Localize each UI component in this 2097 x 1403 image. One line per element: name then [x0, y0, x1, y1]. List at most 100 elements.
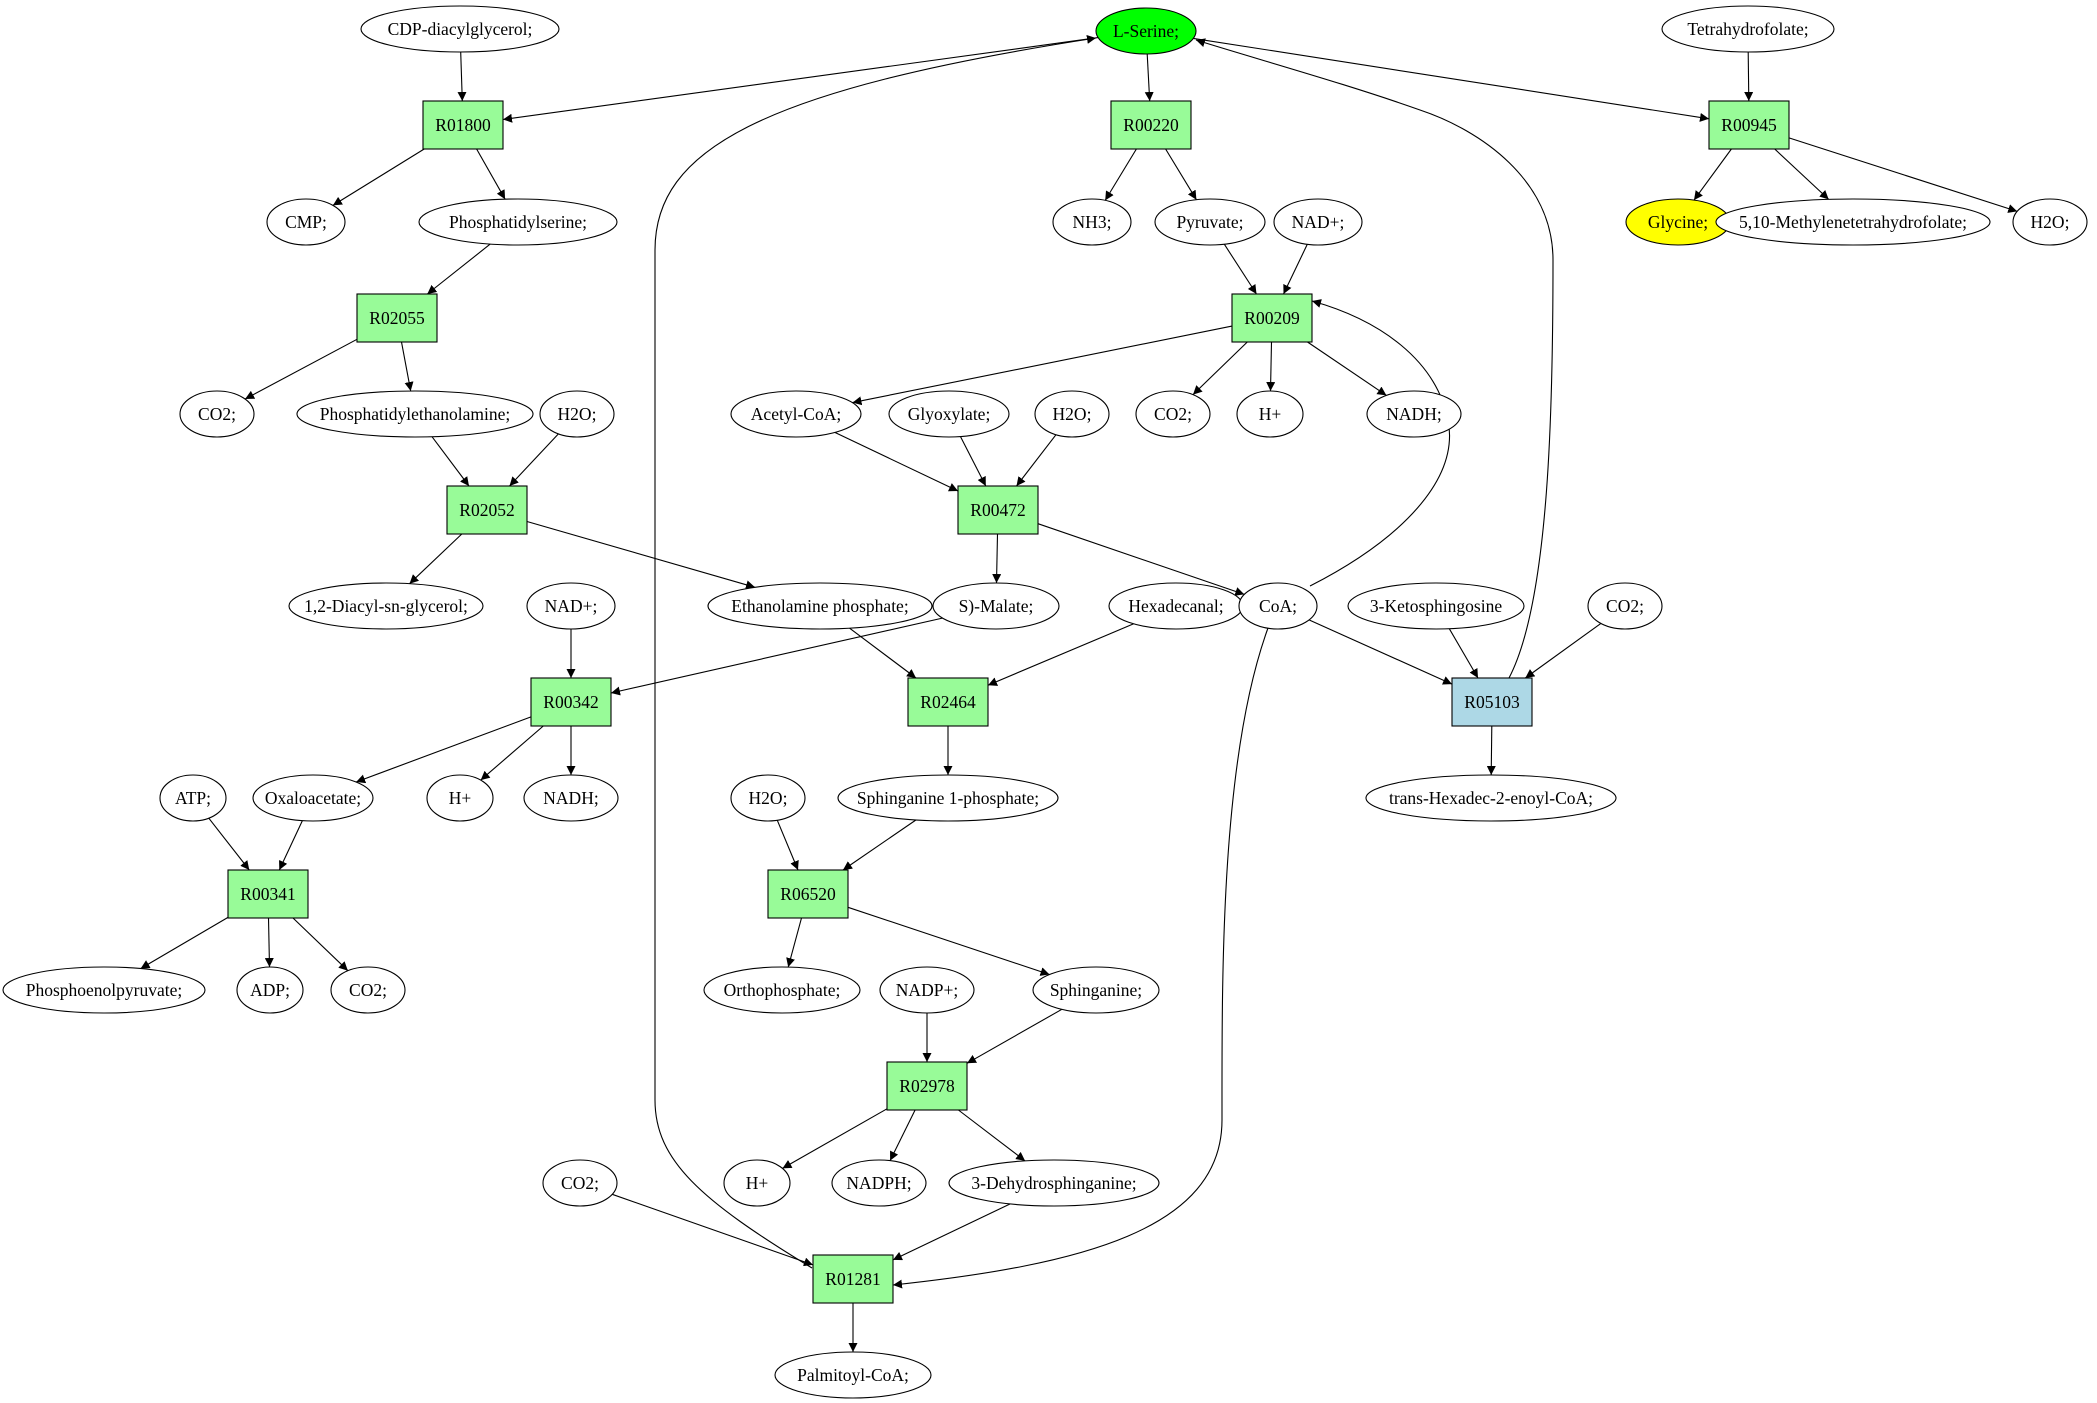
compound-ellipse — [1238, 582, 1318, 630]
reaction-node-r02055[interactable]: R02055 — [356, 293, 438, 343]
compound-node-nad1[interactable]: NAD+; — [1273, 198, 1363, 246]
edge-R00209-hplus_a — [1266, 341, 1276, 392]
compound-node-s1p[interactable]: Sphinganine 1-phosphate; — [837, 774, 1059, 822]
reaction-node-r00209[interactable]: R00209 — [1231, 293, 1313, 343]
compound-node-etp[interactable]: Ethanolamine phosphate; — [707, 582, 933, 630]
compound-node-sph[interactable]: Sphinganine; — [1032, 966, 1160, 1014]
compound-node-nad2[interactable]: NAD+; — [526, 582, 616, 630]
compound-node-co2-d[interactable]: CO2; — [330, 966, 406, 1014]
node-label: Glyoxylate; — [908, 404, 991, 424]
node-label: H2O; — [2031, 212, 2070, 232]
reaction-node-r00945[interactable]: R00945 — [1708, 100, 1790, 150]
node-label: Ethanolamine phosphate; — [731, 596, 908, 616]
compound-node-pi[interactable]: Orthophosphate; — [703, 966, 861, 1014]
compound-node-cmp[interactable]: CMP; — [266, 198, 346, 246]
reaction-node-r01281[interactable]: R01281 — [812, 1254, 894, 1304]
compound-node-co2-c[interactable]: CO2; — [1587, 582, 1663, 630]
compound-node-co2-e[interactable]: CO2; — [542, 1159, 618, 1207]
compound-node-co2-a[interactable]: CO2; — [179, 390, 255, 438]
node-label: H2O; — [749, 788, 788, 808]
compound-node-nadph[interactable]: NADPH; — [831, 1159, 927, 1207]
compound-node-adp[interactable]: ADP; — [236, 966, 304, 1014]
reaction-node-r06520[interactable]: R06520 — [767, 869, 849, 919]
reaction-node-r02978[interactable]: R02978 — [886, 1061, 968, 1111]
edge-serine-R00945 — [1193, 37, 1710, 122]
edge-R01800-ps — [476, 148, 506, 200]
node-label: H+ — [746, 1173, 769, 1193]
compound-node-nadh-b[interactable]: NADH; — [523, 774, 619, 822]
reaction-node-r00472[interactable]: R00472 — [957, 485, 1039, 535]
reaction-node-r05103[interactable]: R05103 — [1451, 677, 1533, 727]
compound-node-serine[interactable]: L-Serine; — [1095, 7, 1197, 55]
compound-node-nadh-a[interactable]: NADH; — [1366, 390, 1462, 438]
node-label: H+ — [449, 788, 472, 808]
compound-node-hplus-b[interactable]: H+ — [426, 774, 494, 822]
compound-node-atp[interactable]: ATP; — [159, 774, 227, 822]
compound-node-dhs[interactable]: 3-Dehydrosphinganine; — [948, 1159, 1160, 1207]
reaction-node-r00341[interactable]: R00341 — [227, 869, 309, 919]
compound-node-hplus-c[interactable]: H+ — [723, 1159, 791, 1207]
node-label: trans-Hexadec-2-enoyl-CoA; — [1389, 788, 1593, 808]
reaction-node-r02052[interactable]: R02052 — [446, 485, 528, 535]
reaction-box — [1231, 293, 1313, 343]
compound-node-glyox[interactable]: Glyoxylate; — [888, 390, 1010, 438]
compound-node-mthf[interactable]: 5,10-Methylenetetrahydrofolate; — [1715, 198, 1991, 246]
reaction-box — [957, 485, 1039, 535]
edge-R02978-dhs — [958, 1109, 1026, 1162]
compound-node-pcoa[interactable]: Palmitoyl-CoA; — [774, 1351, 932, 1399]
edge-R00472-mal — [992, 533, 1002, 584]
compound-ellipse — [539, 390, 615, 438]
node-label: NADPH; — [846, 1173, 911, 1193]
edge-R05103-serine — [1195, 38, 1554, 679]
node-label: 3-Ketosphingosine — [1370, 596, 1502, 616]
compound-node-pyr[interactable]: Pyruvate; — [1154, 198, 1266, 246]
node-label: NADP+; — [896, 980, 958, 1000]
compound-node-pep[interactable]: Phosphoenolpyruvate; — [2, 966, 206, 1014]
compound-node-acoa[interactable]: Acetyl-CoA; — [730, 390, 862, 438]
compound-node-h2o-b[interactable]: H2O; — [539, 390, 615, 438]
compound-node-co2-b[interactable]: CO2; — [1135, 390, 1211, 438]
compound-node-thf[interactable]: Tetrahydrofolate; — [1661, 5, 1835, 53]
edge-pyr-R00209 — [1223, 243, 1257, 295]
compound-node-coa[interactable]: CoA; — [1238, 582, 1318, 630]
compound-node-oaa[interactable]: Oxaloacetate; — [252, 774, 374, 822]
edge-R00341-pep — [140, 916, 229, 970]
node-label: H2O; — [558, 404, 597, 424]
compound-ellipse — [837, 774, 1059, 822]
compound-node-gly[interactable]: Glycine; — [1625, 198, 1731, 246]
edge-R00342-oaa — [355, 716, 532, 784]
compound-node-cdp[interactable]: CDP-diacylglycerol; — [360, 5, 560, 53]
compound-node-pe[interactable]: Phosphatidylethanolamine; — [296, 390, 534, 438]
compound-node-thcoa[interactable]: trans-Hexadec-2-enoyl-CoA; — [1365, 774, 1617, 822]
node-label: R02464 — [920, 692, 976, 712]
compound-node-hexal[interactable]: Hexadecanal; — [1108, 582, 1244, 630]
compound-node-mal[interactable]: S)-Malate; — [932, 582, 1060, 630]
node-label: 5,10-Methylenetetrahydrofolate; — [1739, 212, 1967, 232]
compound-ellipse — [1052, 198, 1132, 246]
compound-node-h2o-d[interactable]: H2O; — [730, 774, 806, 822]
compound-node-ketos[interactable]: 3-Ketosphingosine — [1347, 582, 1525, 630]
reaction-node-r00342[interactable]: R00342 — [530, 677, 612, 727]
reaction-node-r02464[interactable]: R02464 — [907, 677, 989, 727]
edge-dhs-R01281 — [892, 1203, 1011, 1261]
compound-ellipse — [1032, 966, 1160, 1014]
reaction-box — [1708, 100, 1790, 150]
edge-serine-R00220 — [1144, 53, 1154, 102]
compound-node-nh3[interactable]: NH3; — [1052, 198, 1132, 246]
reaction-box — [886, 1061, 968, 1111]
node-label: Sphinganine 1-phosphate; — [857, 788, 1039, 808]
compound-node-hplus-a[interactable]: H+ — [1236, 390, 1304, 438]
reaction-box — [422, 100, 504, 150]
compound-node-ps[interactable]: Phosphatidylserine; — [418, 198, 618, 246]
compound-node-nadp[interactable]: NADP+; — [879, 966, 975, 1014]
compound-ellipse — [707, 582, 933, 630]
compound-ellipse — [1661, 5, 1835, 53]
compound-ellipse — [1347, 582, 1525, 630]
node-label: H2O; — [1053, 404, 1092, 424]
compound-node-dag[interactable]: 1,2-Diacyl-sn-glycerol; — [288, 582, 484, 630]
reaction-node-r00220[interactable]: R00220 — [1110, 100, 1192, 150]
reaction-node-r01800[interactable]: R01800 — [422, 100, 504, 150]
node-label: NADH; — [543, 788, 598, 808]
compound-node-h2o-c[interactable]: H2O; — [1034, 390, 1110, 438]
compound-node-h2o-a[interactable]: H2O; — [2012, 198, 2088, 246]
